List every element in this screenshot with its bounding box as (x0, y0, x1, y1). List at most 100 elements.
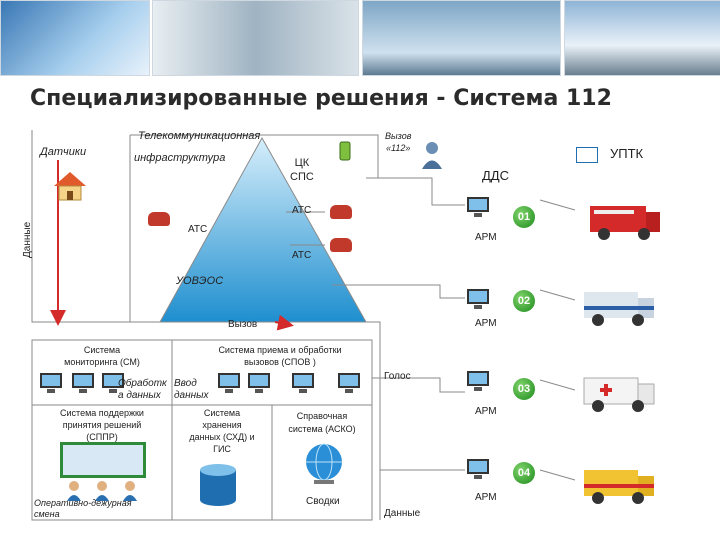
gas-van-icon (582, 460, 656, 506)
line-voice (372, 377, 465, 393)
label-ats-bottom: АТС (292, 250, 312, 261)
database-icon (196, 462, 240, 506)
arm-unit: 02 АРМ (465, 280, 539, 329)
label-skhd: Система хранения данных (СХД) и ГИС (176, 407, 268, 455)
arm-label: АРМ (475, 492, 497, 503)
arm-code-badge: 04 (513, 462, 535, 484)
police-van-icon (582, 282, 656, 328)
label-sppr-line1: Система поддержки (60, 408, 144, 418)
label-dds: ДДС (482, 168, 509, 183)
label-cs-sps: ЦК СПС (290, 156, 314, 184)
label-asko-line1: Справочная (296, 411, 348, 421)
label-telecom-line2: инфраструктура (134, 152, 226, 164)
label-ats-top: АТС (292, 205, 312, 216)
uptk-legend-box (576, 147, 598, 163)
label-processing-line2: а данных (118, 390, 161, 401)
header-photo-buildings (0, 0, 150, 76)
slide-title: Специализированные решения - Система 112 (30, 86, 612, 111)
vehicle-links (539, 199, 576, 481)
label-data-vertical: Данные (22, 221, 33, 258)
label-voice: Голос (384, 371, 411, 382)
label-spov-line1: Система приема и обработки (218, 345, 342, 355)
phone-icon (330, 238, 352, 252)
computer-icon (336, 372, 362, 394)
computer-icon (246, 372, 272, 394)
header-photo-skyscrapers (362, 0, 561, 76)
person-icon (66, 480, 82, 502)
arm-code-badge: 02 (513, 290, 535, 312)
label-skhd-line1: Система (203, 408, 241, 418)
label-skhd-line4: ГИС (213, 444, 231, 454)
globe-icon (300, 442, 348, 486)
label-sm-line2: мониторинга (СМ) (64, 357, 140, 367)
arm-label: АРМ (475, 406, 497, 417)
caller-person-icon (420, 140, 444, 170)
label-sensors: Датчики (40, 146, 87, 158)
label-uvoeos: УОВЭОС (176, 275, 224, 287)
arm-code-badge: 03 (513, 378, 535, 400)
label-call-112-line2: «112» (386, 143, 411, 153)
label-input-line1: Ввод (174, 378, 197, 389)
label-uptk: УПТК (610, 146, 644, 161)
label-sm-line1: Система (83, 345, 121, 355)
computer-icon (465, 370, 491, 392)
label-cs-sps-line1: ЦК (294, 157, 310, 169)
computer-icon (465, 458, 491, 480)
mobile-phone-icon (338, 140, 352, 162)
label-reports: Сводки (306, 496, 340, 507)
dashboard-screen-icon (60, 442, 146, 478)
arm-unit: 03 АРМ (465, 370, 539, 417)
label-asko-line2: система (АСКО) (288, 424, 356, 434)
fire-truck-icon (588, 196, 662, 242)
line-uvoeos (332, 284, 465, 299)
label-telecom-line1: Телекоммуникационная (138, 130, 261, 142)
label-duty-line1: Оперативно-дежурная (34, 498, 132, 508)
label-processing: Обработк а данных (118, 378, 167, 402)
label-duty: Оперативно-дежурная смена (34, 498, 132, 520)
label-input-line2: данных (174, 390, 209, 401)
computer-icon (38, 372, 64, 394)
label-call-112: Вызов «112» (385, 130, 411, 154)
label-skhd-line2: хранения (202, 420, 242, 430)
label-sppr: Система поддержки принятия решений (СППР… (40, 407, 164, 443)
label-duty-line2: смена (34, 509, 60, 519)
label-spov: Система приема и обработки вызовов (СПОВ… (200, 344, 360, 368)
label-call-112-line1: Вызов (385, 131, 412, 141)
house-icon (52, 170, 88, 202)
arrow-call (274, 314, 294, 331)
arm-label: АРМ (475, 232, 497, 243)
person-icon (122, 480, 138, 502)
computer-icon (465, 288, 491, 310)
label-sppr-line2: принятия решений (62, 420, 142, 430)
header-photo-people (152, 0, 359, 76)
phone-icon (148, 212, 170, 226)
computer-icon (290, 372, 316, 394)
label-input: Ввод данных (174, 378, 208, 402)
header-photo-satellite-dish (564, 0, 720, 76)
line-to-dds (366, 177, 465, 206)
label-cs-sps-line2: СПС (290, 171, 314, 183)
label-skhd-line3: данных (СХД) и (189, 432, 255, 442)
computer-icon (100, 372, 126, 394)
arm-unit: 01 АРМ (465, 188, 539, 243)
pyramid (159, 136, 367, 323)
ambulance-icon (582, 368, 656, 414)
computer-icon (70, 372, 96, 394)
arm-label: АРМ (475, 318, 497, 329)
computer-icon (465, 196, 491, 218)
label-spov-line2: вызовов (СПОВ ) (244, 357, 316, 367)
label-call: Вызов (228, 319, 258, 330)
top-bracket (130, 134, 379, 178)
computer-icon (216, 372, 242, 394)
label-ats-left: АТС (188, 224, 208, 235)
label-asko: Справочная система (АСКО) (276, 410, 368, 436)
person-icon (94, 480, 110, 502)
label-sm: Система мониторинга (СМ) (52, 344, 152, 368)
label-data-bottom: Данные (384, 508, 421, 519)
arm-code-badge: 01 (513, 206, 535, 228)
label-sppr-line3: (СППР) (86, 432, 118, 442)
panel-asko (271, 404, 373, 521)
phone-icon (330, 205, 352, 219)
label-processing-line1: Обработк (118, 378, 167, 389)
